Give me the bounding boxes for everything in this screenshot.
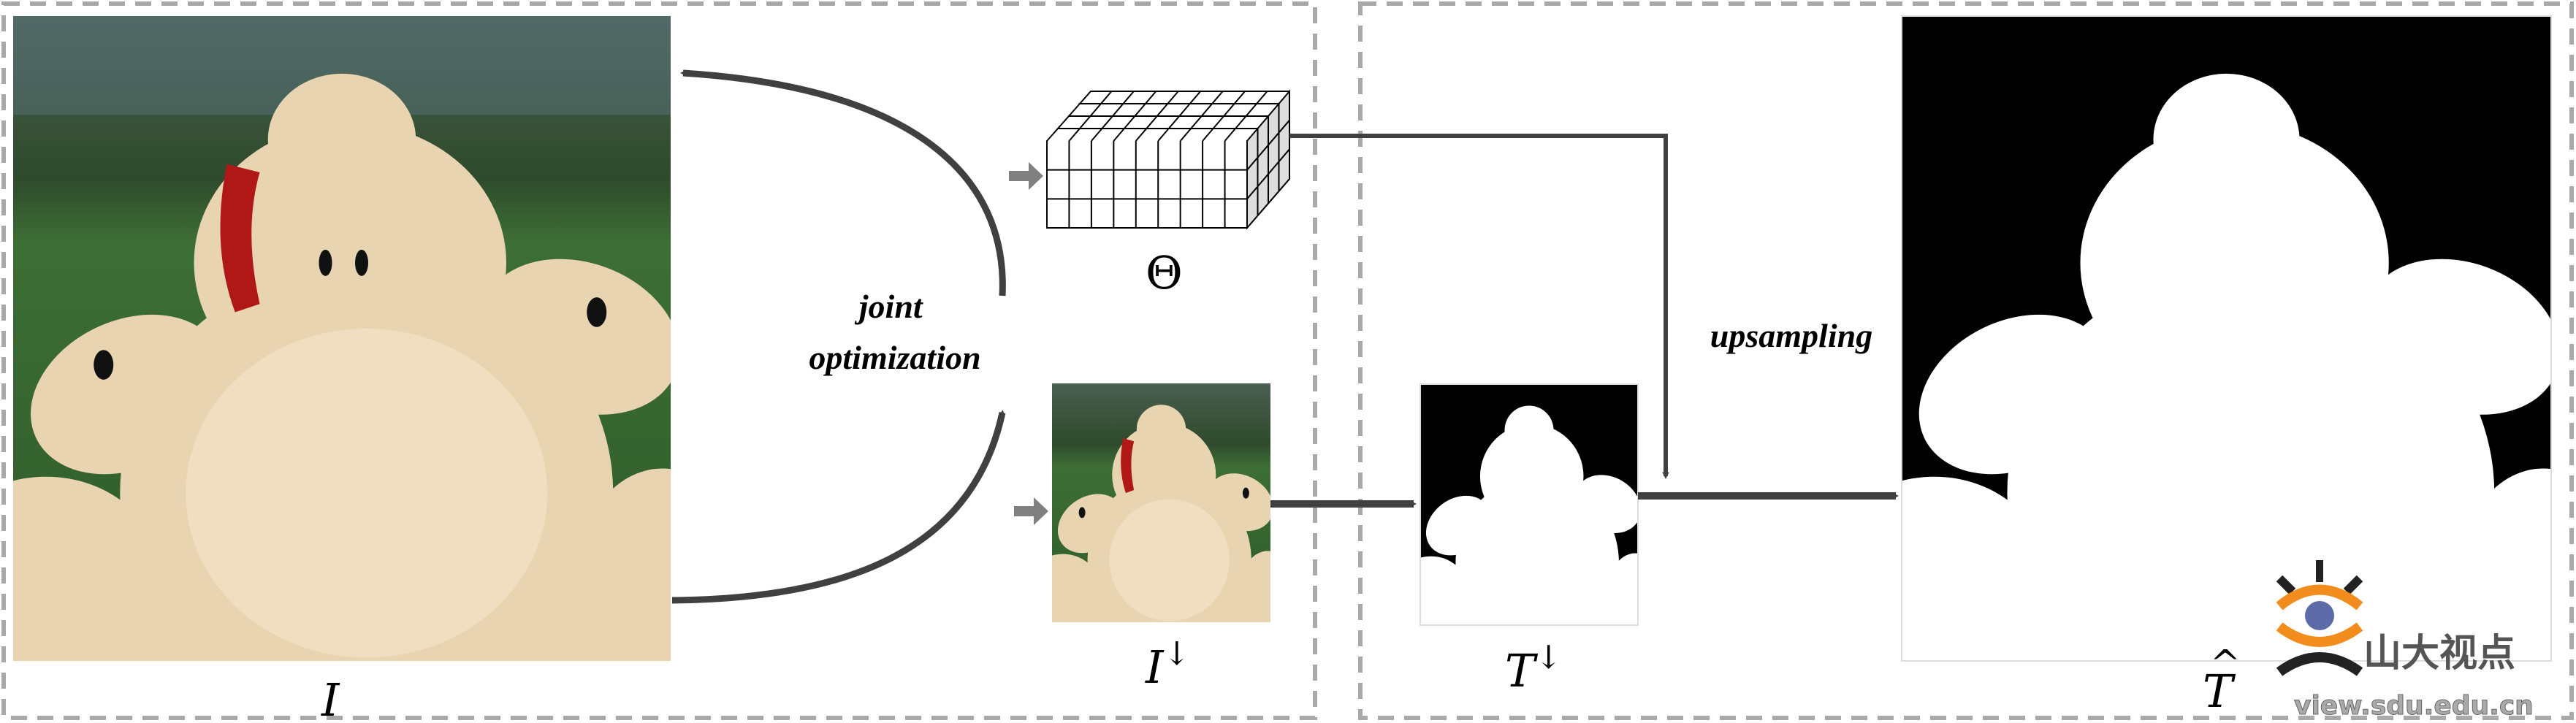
gray-arrow-to-downsampled (1014, 497, 1048, 525)
grid-parameters-label: Θ (1146, 246, 1183, 299)
optimization-arc-upper (680, 69, 1006, 297)
gray-arrow-to-grid (1009, 162, 1043, 190)
watermark-url: view.sdu.edu.cn (2294, 691, 2534, 721)
final-output-label: T^ (2203, 642, 2241, 718)
input-image-label: I (321, 673, 340, 723)
watermark-logo: 山大视点 view.sdu.edu.cn (2276, 560, 2534, 722)
watermark-name: 山大视点 (2363, 632, 2515, 676)
joint-optimization-label: joint optimization (809, 288, 980, 376)
optimization-panel (1, 1, 1317, 720)
downsampled-image (1052, 383, 1270, 622)
input-image (13, 16, 671, 661)
low-res-output-image (1420, 383, 1639, 626)
grid-to-upsampling-connector (1289, 134, 1669, 479)
downsampled-image-label: I↓ (1145, 635, 1190, 694)
optimization-arc-lower (671, 410, 1006, 604)
upsampling-label: upsampling (1710, 317, 1872, 354)
final-output-image (1901, 15, 2552, 662)
low-res-output-label: T↓ (1505, 639, 1562, 697)
upsampling-panel (1358, 1, 2574, 720)
bilateral-grid-icon (1046, 89, 1290, 230)
